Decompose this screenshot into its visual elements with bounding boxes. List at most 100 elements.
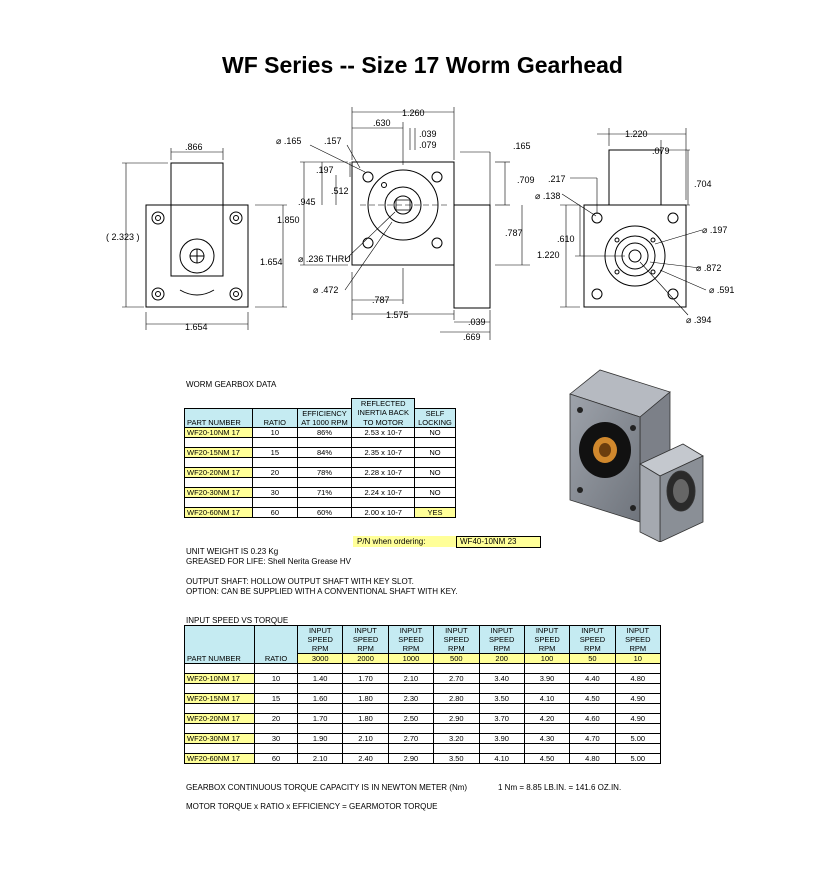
cell: 2.90 — [387, 753, 435, 764]
cell: 4.10 — [478, 753, 525, 764]
speed-value: 100 — [523, 653, 571, 664]
dim-label: .165 — [513, 141, 531, 151]
dim-label: .157 — [324, 136, 342, 146]
cell: 2.10 — [296, 753, 344, 764]
dim-label: ⌀ .138 — [535, 191, 560, 201]
col-header: LOCKING — [414, 417, 456, 428]
col-header: INPUT — [614, 625, 662, 635]
dim-label: .217 — [548, 174, 566, 184]
cell: 2.00 x 10-7 — [351, 506, 416, 518]
engineering-drawing: .866 ( 2.323 ) 1.654 1.654 1.260 .630 .0… — [106, 107, 734, 342]
cell: 60% — [296, 506, 353, 518]
col-header: INPUT — [569, 625, 616, 635]
cell: NO — [414, 446, 456, 458]
cell: 1.90 — [296, 733, 344, 744]
dim-label: 1.654 — [185, 322, 208, 332]
col-header: RPM — [478, 644, 525, 654]
footer-conversion: 1 Nm = 8.85 LB.IN. = 141.6 OZ.IN. — [498, 783, 622, 792]
cell: 86% — [296, 426, 353, 438]
cell: 4.50 — [569, 693, 616, 704]
cell: 4.90 — [614, 713, 662, 724]
cell: 78% — [296, 466, 353, 478]
dim-label: .787 — [505, 228, 523, 238]
col-header: RPM — [296, 644, 344, 654]
dim-label: .945 — [298, 197, 316, 207]
cell: 3.90 — [523, 673, 571, 684]
cell: NO — [414, 466, 456, 478]
pn-ordering: P/N when ordering: WF40-10NM 23 — [353, 536, 541, 548]
dim-label: ⌀ .236 THRU — [298, 254, 351, 264]
dim-label: .787 — [372, 295, 390, 305]
table-row: WF20-10NM 17 10 1.40 1.70 2.10 2.70 3.40… — [184, 673, 662, 684]
col-header: AT 1000 RPM — [296, 417, 353, 428]
cell: 2.10 — [387, 673, 435, 684]
speed-value: 2000 — [342, 653, 389, 664]
note-weight: UNIT WEIGHT IS 0.23 Kg — [186, 547, 279, 556]
cell: WF20-10NM 17 — [184, 673, 255, 684]
col-header: RPM — [569, 644, 616, 654]
cell: 3.50 — [433, 753, 480, 764]
gearbox-table: REFLECTED EFFICIENCY INERTIA BACK SELF P… — [183, 398, 456, 518]
dim-label: .039 — [419, 129, 437, 139]
cell: 2.70 — [433, 673, 480, 684]
cell: 71% — [296, 486, 353, 498]
cell: 2.80 — [433, 693, 480, 704]
cell: 4.30 — [523, 733, 571, 744]
dim-label: .630 — [373, 118, 391, 128]
cell: 5.00 — [614, 753, 662, 764]
cell: 15 — [252, 446, 298, 458]
dim-label: .669 — [463, 332, 481, 342]
dim-label: ⌀ .872 — [696, 263, 721, 273]
cell: 5.00 — [614, 733, 662, 744]
cell: 1.40 — [296, 673, 344, 684]
right-view — [583, 149, 687, 308]
table-row: WF20-60NM 17 60 2.10 2.40 2.90 3.50 4.10… — [184, 753, 662, 764]
cell: YES — [414, 506, 456, 518]
col-header: PART NUMBER — [183, 417, 254, 428]
cell: 2.10 — [342, 733, 389, 744]
speed-value: 200 — [478, 653, 525, 664]
speed-value: 10 — [614, 653, 662, 664]
dim-label: ⌀ .591 — [709, 285, 734, 295]
cell: WF20-30NM 17 — [184, 733, 255, 744]
cell: 2.35 x 10-7 — [351, 446, 416, 458]
dim-label: ( 2.323 ) — [106, 232, 140, 242]
cell: 15 — [254, 693, 298, 704]
left-view — [145, 162, 249, 308]
cell: 4.90 — [614, 693, 662, 704]
cell: WF20-15NM 17 — [184, 693, 255, 704]
cell: 4.60 — [569, 713, 616, 724]
dim-label: ⌀ .165 — [276, 136, 301, 146]
note-grease: GREASED FOR LIFE: Shell Nerita Grease HV — [186, 557, 351, 566]
cell: 20 — [254, 713, 298, 724]
cell: 2.90 — [433, 713, 480, 724]
col-header: SPEED — [614, 635, 662, 644]
dim-label: 1.220 — [537, 250, 560, 260]
cell: 4.80 — [614, 673, 662, 684]
col-header: TO MOTOR — [351, 417, 416, 428]
cell: 1.70 — [342, 673, 389, 684]
col-header: RPM — [387, 644, 435, 654]
cell: WF20-20NM 17 — [183, 466, 254, 478]
col-header: INPUT — [387, 625, 435, 635]
cell: 3.70 — [478, 713, 525, 724]
col-header: INPUT — [296, 625, 344, 635]
cell: 4.10 — [523, 693, 571, 704]
cell: WF20-60NM 17 — [184, 753, 255, 764]
col-header: INPUT — [342, 625, 389, 635]
col-header: SPEED — [478, 635, 525, 644]
cell: 30 — [254, 733, 298, 744]
col-header: RPM — [342, 644, 389, 654]
cell: 1.80 — [342, 693, 389, 704]
col-header: INERTIA BACK — [351, 408, 416, 418]
speed-value: 3000 — [296, 653, 344, 664]
cell: 2.24 x 10-7 — [351, 486, 416, 498]
col-header: SPEED — [296, 635, 344, 644]
cell: WF20-15NM 17 — [183, 446, 254, 458]
table-row: WF20-15NM 17 15 1.60 1.80 2.30 2.80 3.50… — [184, 693, 662, 704]
center-view — [351, 161, 491, 309]
col-header: RPM — [433, 644, 480, 654]
cell: 3.50 — [478, 693, 525, 704]
